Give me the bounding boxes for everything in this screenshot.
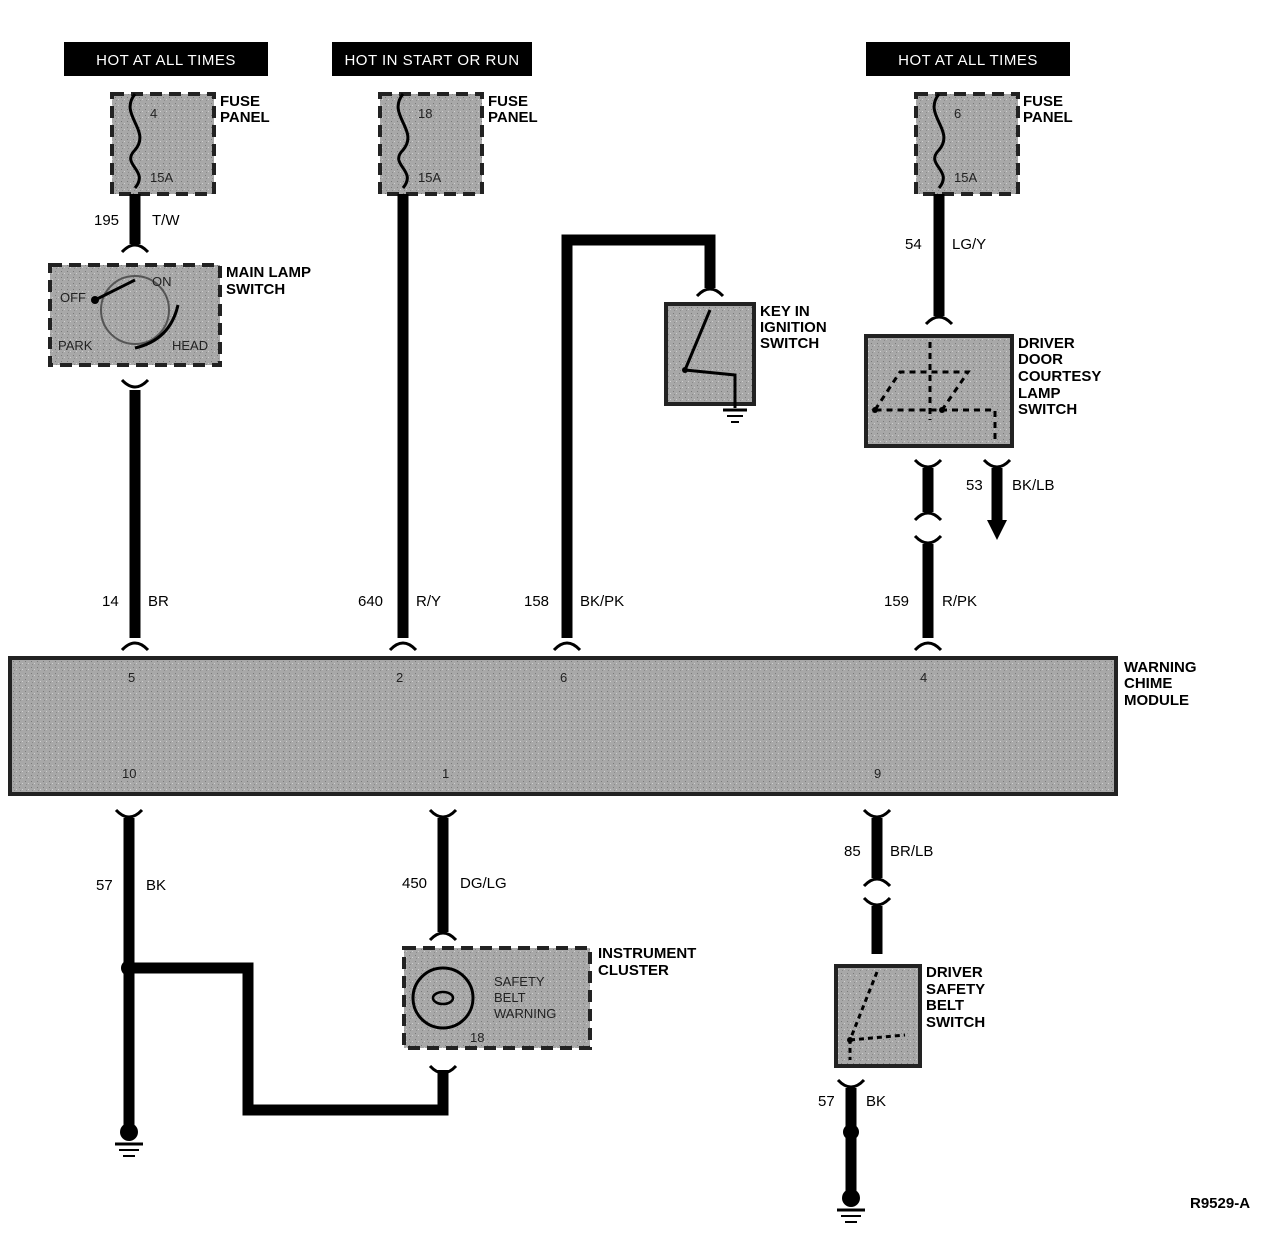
- fuse-label: FUSE: [220, 93, 260, 110]
- wire-circuit: 450: [402, 875, 427, 892]
- header-right: HOT AT ALL TIMES: [866, 42, 1070, 76]
- component-label: WARNING: [1124, 659, 1197, 676]
- fuse-box-left: 4 15A FUSE PANEL: [110, 92, 270, 196]
- header-left: HOT AT ALL TIMES: [64, 42, 268, 76]
- fuse-rating: 15A: [150, 170, 173, 185]
- component-label: IGNITION: [760, 319, 827, 336]
- wire-color: BK/PK: [580, 593, 624, 610]
- wire-circuit: 14: [102, 593, 119, 610]
- warning-chime-module: 5 2 6 4 10 1 9 WARNING CHIME MODULE: [8, 656, 1197, 796]
- module-pin: 10: [122, 766, 136, 781]
- fuse-number: 6: [954, 106, 961, 121]
- fuse-number: 18: [418, 106, 432, 121]
- wire-54: 54 LG/Y: [905, 194, 986, 326]
- fuse-label: PANEL: [488, 109, 538, 126]
- header-left-text: HOT AT ALL TIMES: [96, 52, 236, 69]
- fuse-label: FUSE: [488, 93, 528, 110]
- component-label: CLUSTER: [598, 962, 669, 979]
- fuse-label: PANEL: [220, 109, 270, 126]
- wire-color: R/Y: [416, 593, 441, 610]
- wire-color: R/PK: [942, 593, 977, 610]
- module-pin: 6: [560, 670, 567, 685]
- switch-on-label: ON: [152, 274, 172, 289]
- component-label: LAMP: [1018, 385, 1061, 402]
- fuse-label: FUSE: [1023, 93, 1063, 110]
- wire-circuit: 85: [844, 843, 861, 860]
- module-pin: 2: [396, 670, 403, 685]
- driver-door-courtesy-lamp-switch: DRIVER DOOR COURTESY LAMP SWITCH: [864, 334, 1101, 448]
- main-lamp-switch: OFF ON PARK HEAD MAIN LAMP SWITCH: [48, 263, 311, 367]
- cluster-pin: 18: [470, 1030, 484, 1045]
- wire-color: BR/LB: [890, 843, 933, 860]
- header-center-text: HOT IN START OR RUN: [344, 52, 519, 69]
- wire-color: LG/Y: [952, 236, 986, 253]
- header-center: HOT IN START OR RUN: [332, 42, 532, 76]
- wire-circuit: 57: [818, 1093, 835, 1110]
- cluster-lamp-label: SAFETY: [494, 974, 545, 989]
- cluster-lamp-label: WARNING: [494, 1006, 556, 1021]
- wire-color: DG/LG: [460, 875, 507, 892]
- header-right-text: HOT AT ALL TIMES: [898, 52, 1038, 69]
- wire-158: 158 BK/PK: [524, 234, 725, 652]
- switch-head-label: HEAD: [172, 338, 208, 353]
- figure-id: R9529-A: [1190, 1195, 1250, 1212]
- wire-circuit: 640: [358, 593, 383, 610]
- component-label: SWITCH: [926, 1014, 985, 1031]
- wire-circuit: 53: [966, 477, 983, 494]
- wire-57-left: 57 BK: [96, 808, 458, 1157]
- component-label: SWITCH: [760, 335, 819, 352]
- wire-color: BR: [148, 593, 169, 610]
- module-pin: 1: [442, 766, 449, 781]
- module-pin: 5: [128, 670, 135, 685]
- component-label: CHIME: [1124, 675, 1172, 692]
- wire-85: 85 BR/LB: [844, 808, 933, 954]
- wire-circuit: 158: [524, 593, 549, 610]
- wire-57-right: 57 BK: [818, 1078, 886, 1223]
- switch-off-label: OFF: [60, 290, 86, 305]
- fuse-box-right: 6 15A FUSE PANEL: [914, 92, 1073, 196]
- fuse-rating: 15A: [418, 170, 441, 185]
- wire-color: T/W: [152, 212, 180, 229]
- component-label: COURTESY: [1018, 368, 1101, 385]
- wire-circuit: 195: [94, 212, 119, 229]
- wire-circuit: 54: [905, 236, 922, 253]
- wire-159: 159 R/PK: [884, 458, 977, 652]
- wire-14: 14 BR: [102, 378, 169, 652]
- component-label: SWITCH: [226, 281, 285, 298]
- wire-circuit: 159: [884, 593, 909, 610]
- component-label: DRIVER: [1018, 335, 1075, 352]
- fuse-rating: 15A: [954, 170, 977, 185]
- component-label: DOOR: [1018, 351, 1063, 368]
- component-label: MAIN LAMP: [226, 264, 311, 281]
- instrument-cluster: SAFETY BELT WARNING 18 INSTRUMENT CLUSTE…: [402, 945, 696, 1050]
- driver-safety-belt-switch: DRIVER SAFETY BELT SWITCH: [834, 964, 985, 1068]
- switch-park-label: PARK: [58, 338, 93, 353]
- wire-53: 53 BK/LB: [966, 458, 1055, 540]
- key-in-ignition-switch: KEY IN IGNITION SWITCH: [664, 302, 827, 423]
- component-label: DRIVER: [926, 964, 983, 981]
- cluster-lamp-label: BELT: [494, 990, 526, 1005]
- component-label: INSTRUMENT: [598, 945, 696, 962]
- fuse-number: 4: [150, 106, 157, 121]
- component-label: BELT: [926, 997, 964, 1014]
- wire-color: BK: [146, 877, 166, 894]
- component-label: SWITCH: [1018, 401, 1077, 418]
- wire-circuit: 57: [96, 877, 113, 894]
- wire-195: 195 T/W: [94, 194, 180, 254]
- module-pin: 4: [920, 670, 927, 685]
- wire-color: BK/LB: [1012, 477, 1055, 494]
- wire-640: 640 R/Y: [358, 194, 441, 652]
- lamp-bulb-icon: [431, 990, 455, 1006]
- wire-450: 450 DG/LG: [402, 808, 507, 942]
- component-label: MODULE: [1124, 692, 1189, 709]
- fuse-box-center: 18 15A FUSE PANEL: [378, 92, 538, 196]
- wire-color: BK: [866, 1093, 886, 1110]
- component-label: SAFETY: [926, 981, 985, 998]
- module-pin: 9: [874, 766, 881, 781]
- fuse-label: PANEL: [1023, 109, 1073, 126]
- component-label: KEY IN: [760, 303, 810, 320]
